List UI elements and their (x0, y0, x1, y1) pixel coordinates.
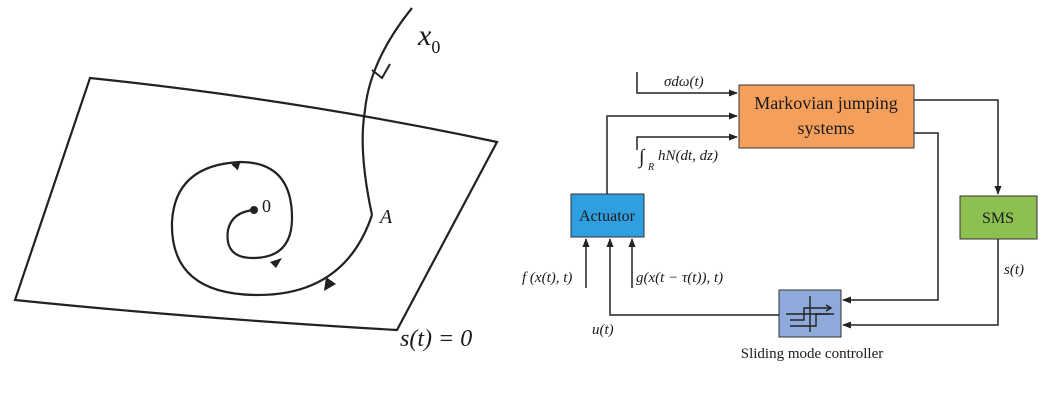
sliding-spiral-trajectory (170, 160, 374, 297)
g-input-label: g(x(t − τ(t)), t) (636, 270, 723, 286)
noise-input-line (636, 72, 738, 97)
trajectory-arrow-head-top (371, 63, 391, 80)
block-diagram: Markovian jumping systems Actuator SMS S… (522, 72, 1038, 362)
sms-to-controller-line (842, 239, 999, 329)
markov-block-label-2: systems (797, 118, 854, 138)
origin-label: 0 (262, 196, 271, 216)
surface-equation-label: s(t) = 0 (400, 326, 472, 352)
control-signal-line (606, 238, 779, 316)
sms-output-label: s(t) (1004, 262, 1024, 278)
reaching-trajectory (361, 7, 413, 216)
f-input-label: f (x(t), t) (522, 270, 572, 286)
controller-caption: Sliding mode controller (741, 346, 883, 362)
initial-state-label: x0 (417, 19, 440, 57)
control-signal-label: u(t) (592, 322, 614, 338)
sliding-surface-plane (13, 76, 499, 332)
point-a-label: A (378, 206, 393, 228)
sms-label: SMS (982, 210, 1014, 227)
noise-label: σdω(t) (664, 74, 704, 90)
markov-block-label-1: Markovian jumping (754, 93, 897, 113)
spiral-arrow-head-3 (270, 258, 282, 268)
markovian-jumping-systems-block (738, 84, 915, 149)
relay-switch-icon (786, 296, 834, 332)
integral-symbol: ∫ (637, 146, 646, 169)
actuator-block (570, 193, 645, 238)
spiral-arrow-head-1 (324, 277, 336, 291)
spiral-arrow-head-2 (231, 160, 241, 171)
markov-to-sms-line (914, 99, 1002, 195)
jump-input-line (636, 133, 738, 150)
sliding-surface-figure: x0 0 A s(t) = 0 (13, 7, 499, 352)
markov-to-controller-line (842, 132, 939, 304)
integral-subscript: R (647, 162, 654, 173)
jump-label: hN(dt, dz) (658, 148, 718, 164)
actuator-output-line (606, 112, 738, 194)
origin-point (250, 206, 258, 214)
actuator-label: Actuator (579, 208, 636, 225)
